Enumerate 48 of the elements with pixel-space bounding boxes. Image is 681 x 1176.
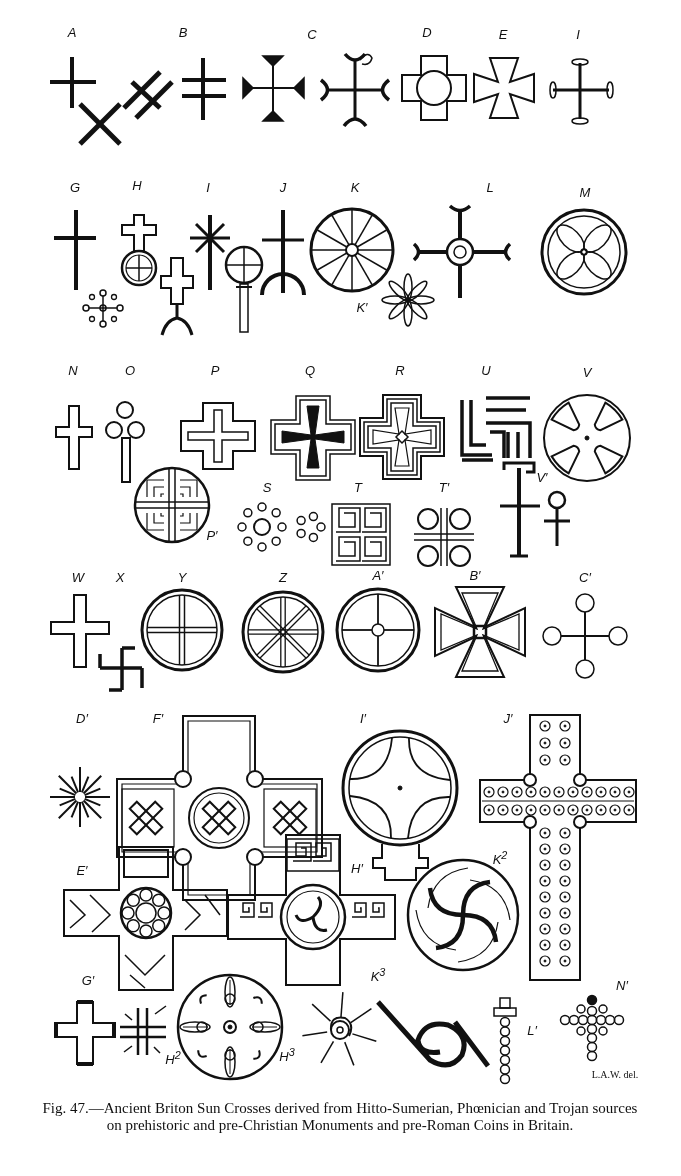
figure-letter: K$^{2}$ <box>492 849 508 867</box>
figure-letter: F′ <box>152 711 164 725</box>
figure-letter: K <box>350 180 360 194</box>
figure-letter: Q <box>304 363 316 377</box>
figure-letter: J <box>279 180 287 194</box>
figure-letter: T′ <box>438 480 450 494</box>
figure-letter: P <box>210 363 220 377</box>
figure-letter: R <box>395 363 405 377</box>
figure-caption: Fig. 47.—Ancient Briton Sun Crosses derived from Hitto-Sumerian, Phœnician and Trojan sources on prehistoric and pre-Christian Monuments and pre-Roman Coins in Britain. <box>41 1100 639 1135</box>
figure-letter: L <box>486 180 494 194</box>
figure-letter: D′ <box>76 711 88 725</box>
artist-signature: L.A.W. del. <box>591 1068 639 1080</box>
figure-letter: H$^{2}$ <box>165 1049 181 1067</box>
figure-letter: G′ <box>81 973 95 987</box>
figure-letter: K′ <box>356 300 368 314</box>
figure-letter: K$^{3}$ <box>370 966 386 984</box>
figure-letter: T <box>354 480 362 494</box>
figure-letter: A′ <box>372 568 384 582</box>
figure-letter: O <box>124 363 136 377</box>
figure-letter: I <box>576 27 580 41</box>
figure-letter: Z <box>279 570 287 584</box>
figure-letter: E′ <box>76 863 88 877</box>
figure-letter: D <box>422 25 432 39</box>
figure-letter: M <box>579 185 591 199</box>
figure-letter: B <box>178 25 188 39</box>
figure-letter: H′ <box>351 861 363 875</box>
figure-letter: Y <box>177 570 187 584</box>
figure-letter: C′ <box>579 570 591 584</box>
figure-letter: X <box>115 570 125 584</box>
figure-letter: G <box>69 180 81 194</box>
figure-letter: L′ <box>527 1023 537 1037</box>
figure-letter: C <box>307 27 317 41</box>
figure-letter: V′ <box>536 470 548 484</box>
figure-letter: I <box>206 180 210 194</box>
figure-letter: N′ <box>616 978 628 992</box>
figure-letter: N <box>68 363 78 377</box>
figure-letter: I′ <box>359 711 367 725</box>
figure-letter: U <box>481 363 491 377</box>
figure-letter: V <box>582 365 592 379</box>
figure-letter: J′ <box>503 711 513 725</box>
figure-letter: A <box>67 25 77 39</box>
figure-letter: H <box>132 178 142 192</box>
figure-letter: P′ <box>206 528 218 542</box>
figure-letter: H$^{3}$ <box>279 1046 295 1064</box>
figure-letter: E <box>498 27 508 41</box>
figure-letter: B′ <box>469 568 481 582</box>
figure-letter: W <box>71 570 85 584</box>
figure-letter: S <box>262 480 272 494</box>
